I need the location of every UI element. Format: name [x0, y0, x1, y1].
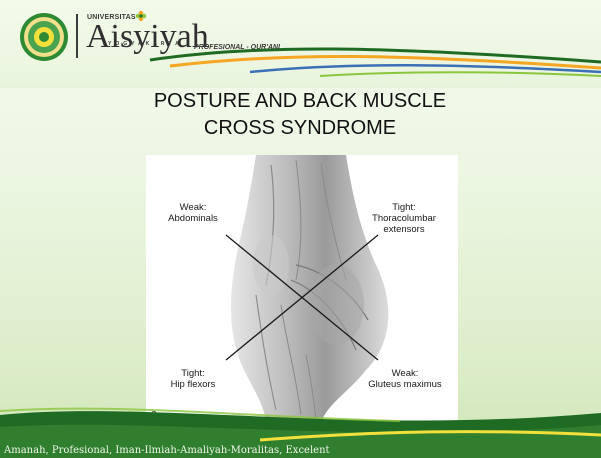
label-tight-thoracolumbar-heading: Tight: [364, 202, 444, 213]
label-weak-gluteus-text: Gluteus maximus [364, 379, 446, 390]
logo-divider [76, 14, 78, 58]
label-tight-thoracolumbar: Tight: Thoracolumbar extensors [364, 202, 444, 235]
label-tight-thoracolumbar-text: Thoracolumbar [364, 213, 444, 224]
label-weak-gluteus-heading: Weak: [364, 368, 446, 379]
slide-title: POSTURE AND BACK MUSCLE CROSS SYNDROME [100, 88, 500, 142]
university-seal-logo [19, 12, 69, 62]
brand-tagline: PROFESIONAL - QUR'ANI [194, 44, 280, 51]
label-weak-gluteus: Weak: Gluteus maximus [364, 368, 446, 390]
label-tight-thoracolumbar-text-2: extensors [364, 224, 444, 235]
label-weak-abdominals: Weak: Abdominals [163, 202, 223, 224]
footer-motto: Amanah, Profesional, Iman-Ilmiah-Amaliya… [4, 445, 330, 456]
muscle-figure: Weak: Abdominals Tight: Thoracolumbar ex… [146, 155, 458, 423]
label-weak-abdominals-heading: Weak: [163, 202, 223, 213]
label-tight-hip-flexors: Tight: Hip flexors [163, 368, 223, 390]
label-tight-hip-text: Hip flexors [163, 379, 223, 390]
slide-title-line-2: CROSS SYNDROME [100, 115, 500, 142]
label-weak-abdominals-text: Abdominals [163, 213, 223, 224]
brand-city: YOGYAKARTA [108, 41, 183, 47]
label-tight-hip-heading: Tight: [163, 368, 223, 379]
slide-title-line-1: POSTURE AND BACK MUSCLE [100, 88, 500, 115]
brand-name: Aisyiyah [86, 20, 209, 54]
